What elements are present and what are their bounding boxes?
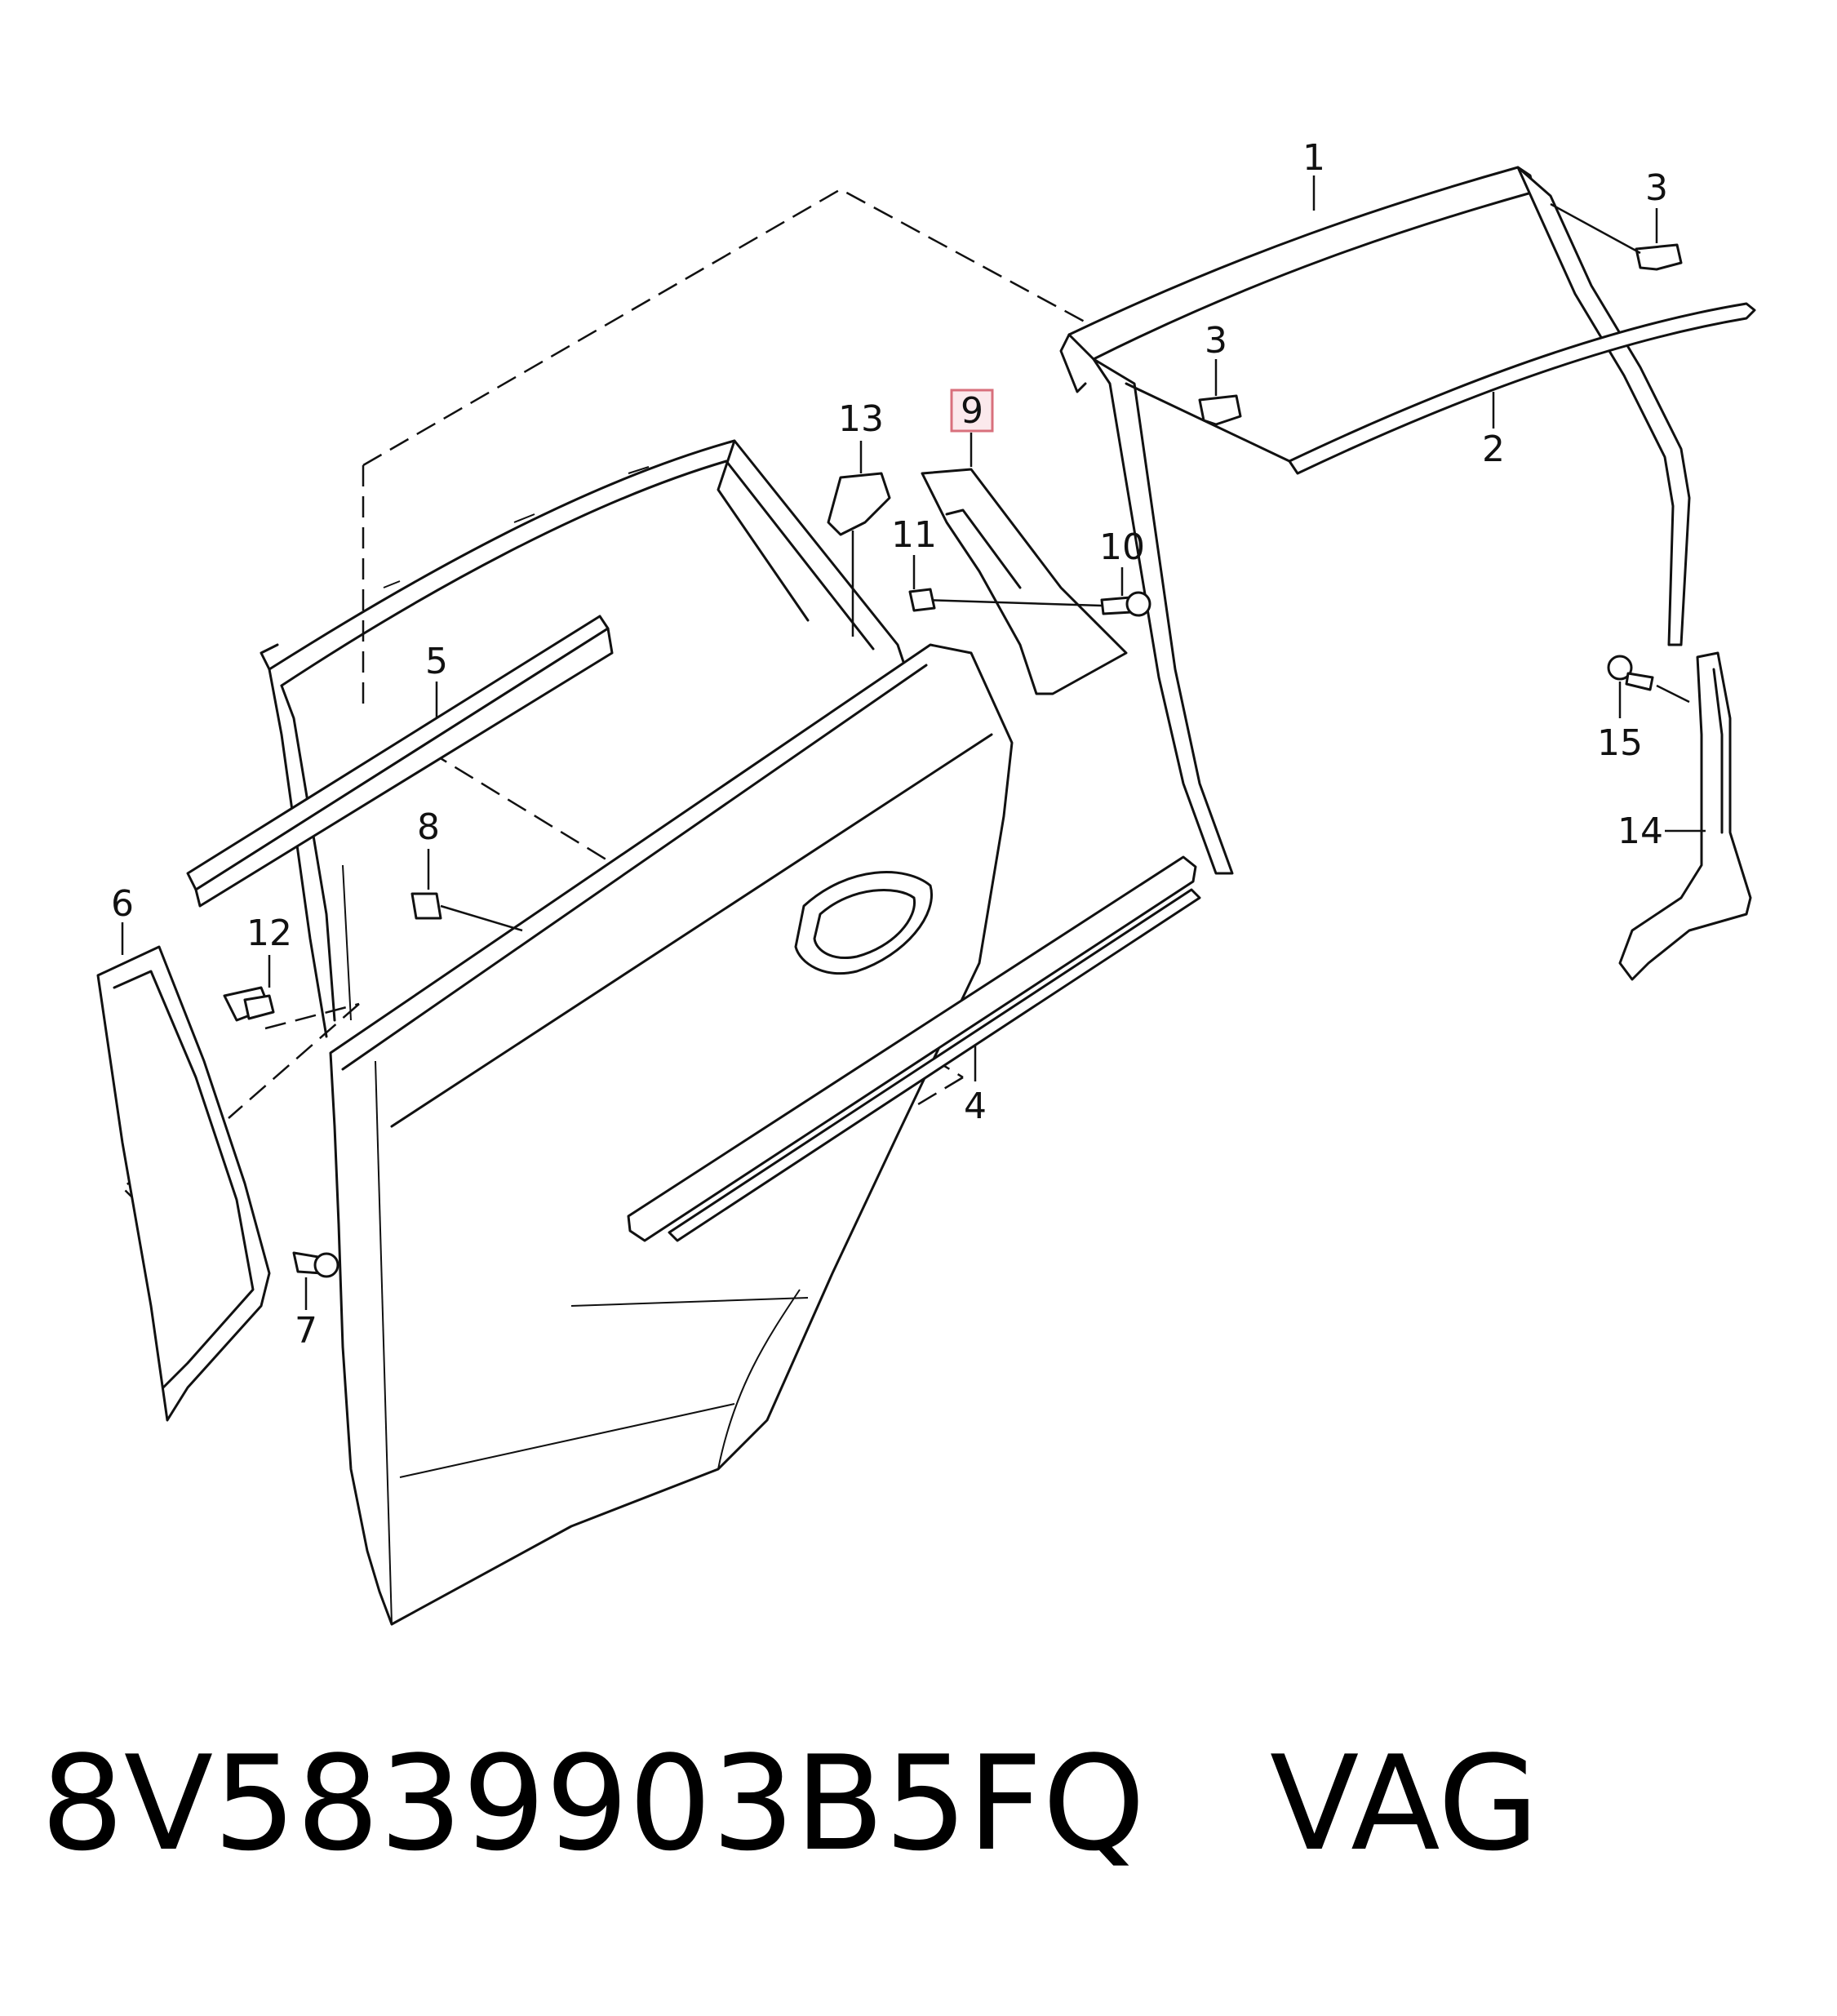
part-7-screw	[292, 1251, 339, 1278]
callout-12: 12	[246, 913, 292, 954]
callout-11: 11	[891, 514, 937, 556]
part-15-screw	[1607, 655, 1690, 704]
brand-name: VAG	[1269, 1727, 1539, 1880]
part-8-clip	[410, 892, 523, 932]
part-3-clip-lower	[1198, 394, 1242, 426]
callout-13: 13	[838, 398, 884, 440]
callout-14: 14	[1617, 810, 1663, 852]
callout-5: 5	[425, 641, 448, 682]
part-caption: 8V5839903B5FQ VAG	[41, 1738, 1539, 1869]
callout-4: 4	[964, 1086, 987, 1127]
door-handle-recess	[794, 871, 933, 975]
highlight-box	[950, 389, 994, 433]
part-number: 8V5839903B5FQ	[41, 1727, 1146, 1880]
part-4-window-seal-lower	[627, 855, 1201, 1242]
caption-gap	[1145, 1727, 1270, 1880]
part-5-window-seal-inner	[186, 615, 614, 908]
callout-3-lower: 3	[1205, 320, 1227, 362]
callout-3-upper: 3	[1645, 167, 1668, 209]
part-13-bracket	[827, 472, 891, 637]
callout-7: 7	[295, 1310, 317, 1352]
door-panel	[329, 643, 1014, 1626]
part-6-pillar-trim	[96, 945, 271, 1422]
part-1-window-frame-trim	[1059, 166, 1691, 875]
callout-2: 2	[1482, 429, 1505, 470]
callout-6: 6	[111, 883, 134, 925]
part-10-screw	[921, 591, 1151, 617]
callout-15: 15	[1597, 722, 1643, 764]
callout-1: 1	[1302, 137, 1325, 179]
door-frame	[260, 439, 907, 1038]
callout-numbers: 1 2 3 3 4 5 6 7 8 9 10 11 12 13 14 15	[111, 137, 1668, 1352]
part-11-clip	[908, 588, 936, 612]
part-9-pillar-cover	[921, 468, 1128, 695]
callout-9: 9	[961, 390, 983, 432]
part-3-clip-upper	[1550, 202, 1683, 271]
callout-leaders	[121, 175, 1706, 1310]
callout-10: 10	[1099, 526, 1145, 568]
part-14-rear-trim	[1618, 651, 1752, 981]
callout-8: 8	[417, 806, 440, 848]
part-12-clip	[223, 986, 275, 1022]
